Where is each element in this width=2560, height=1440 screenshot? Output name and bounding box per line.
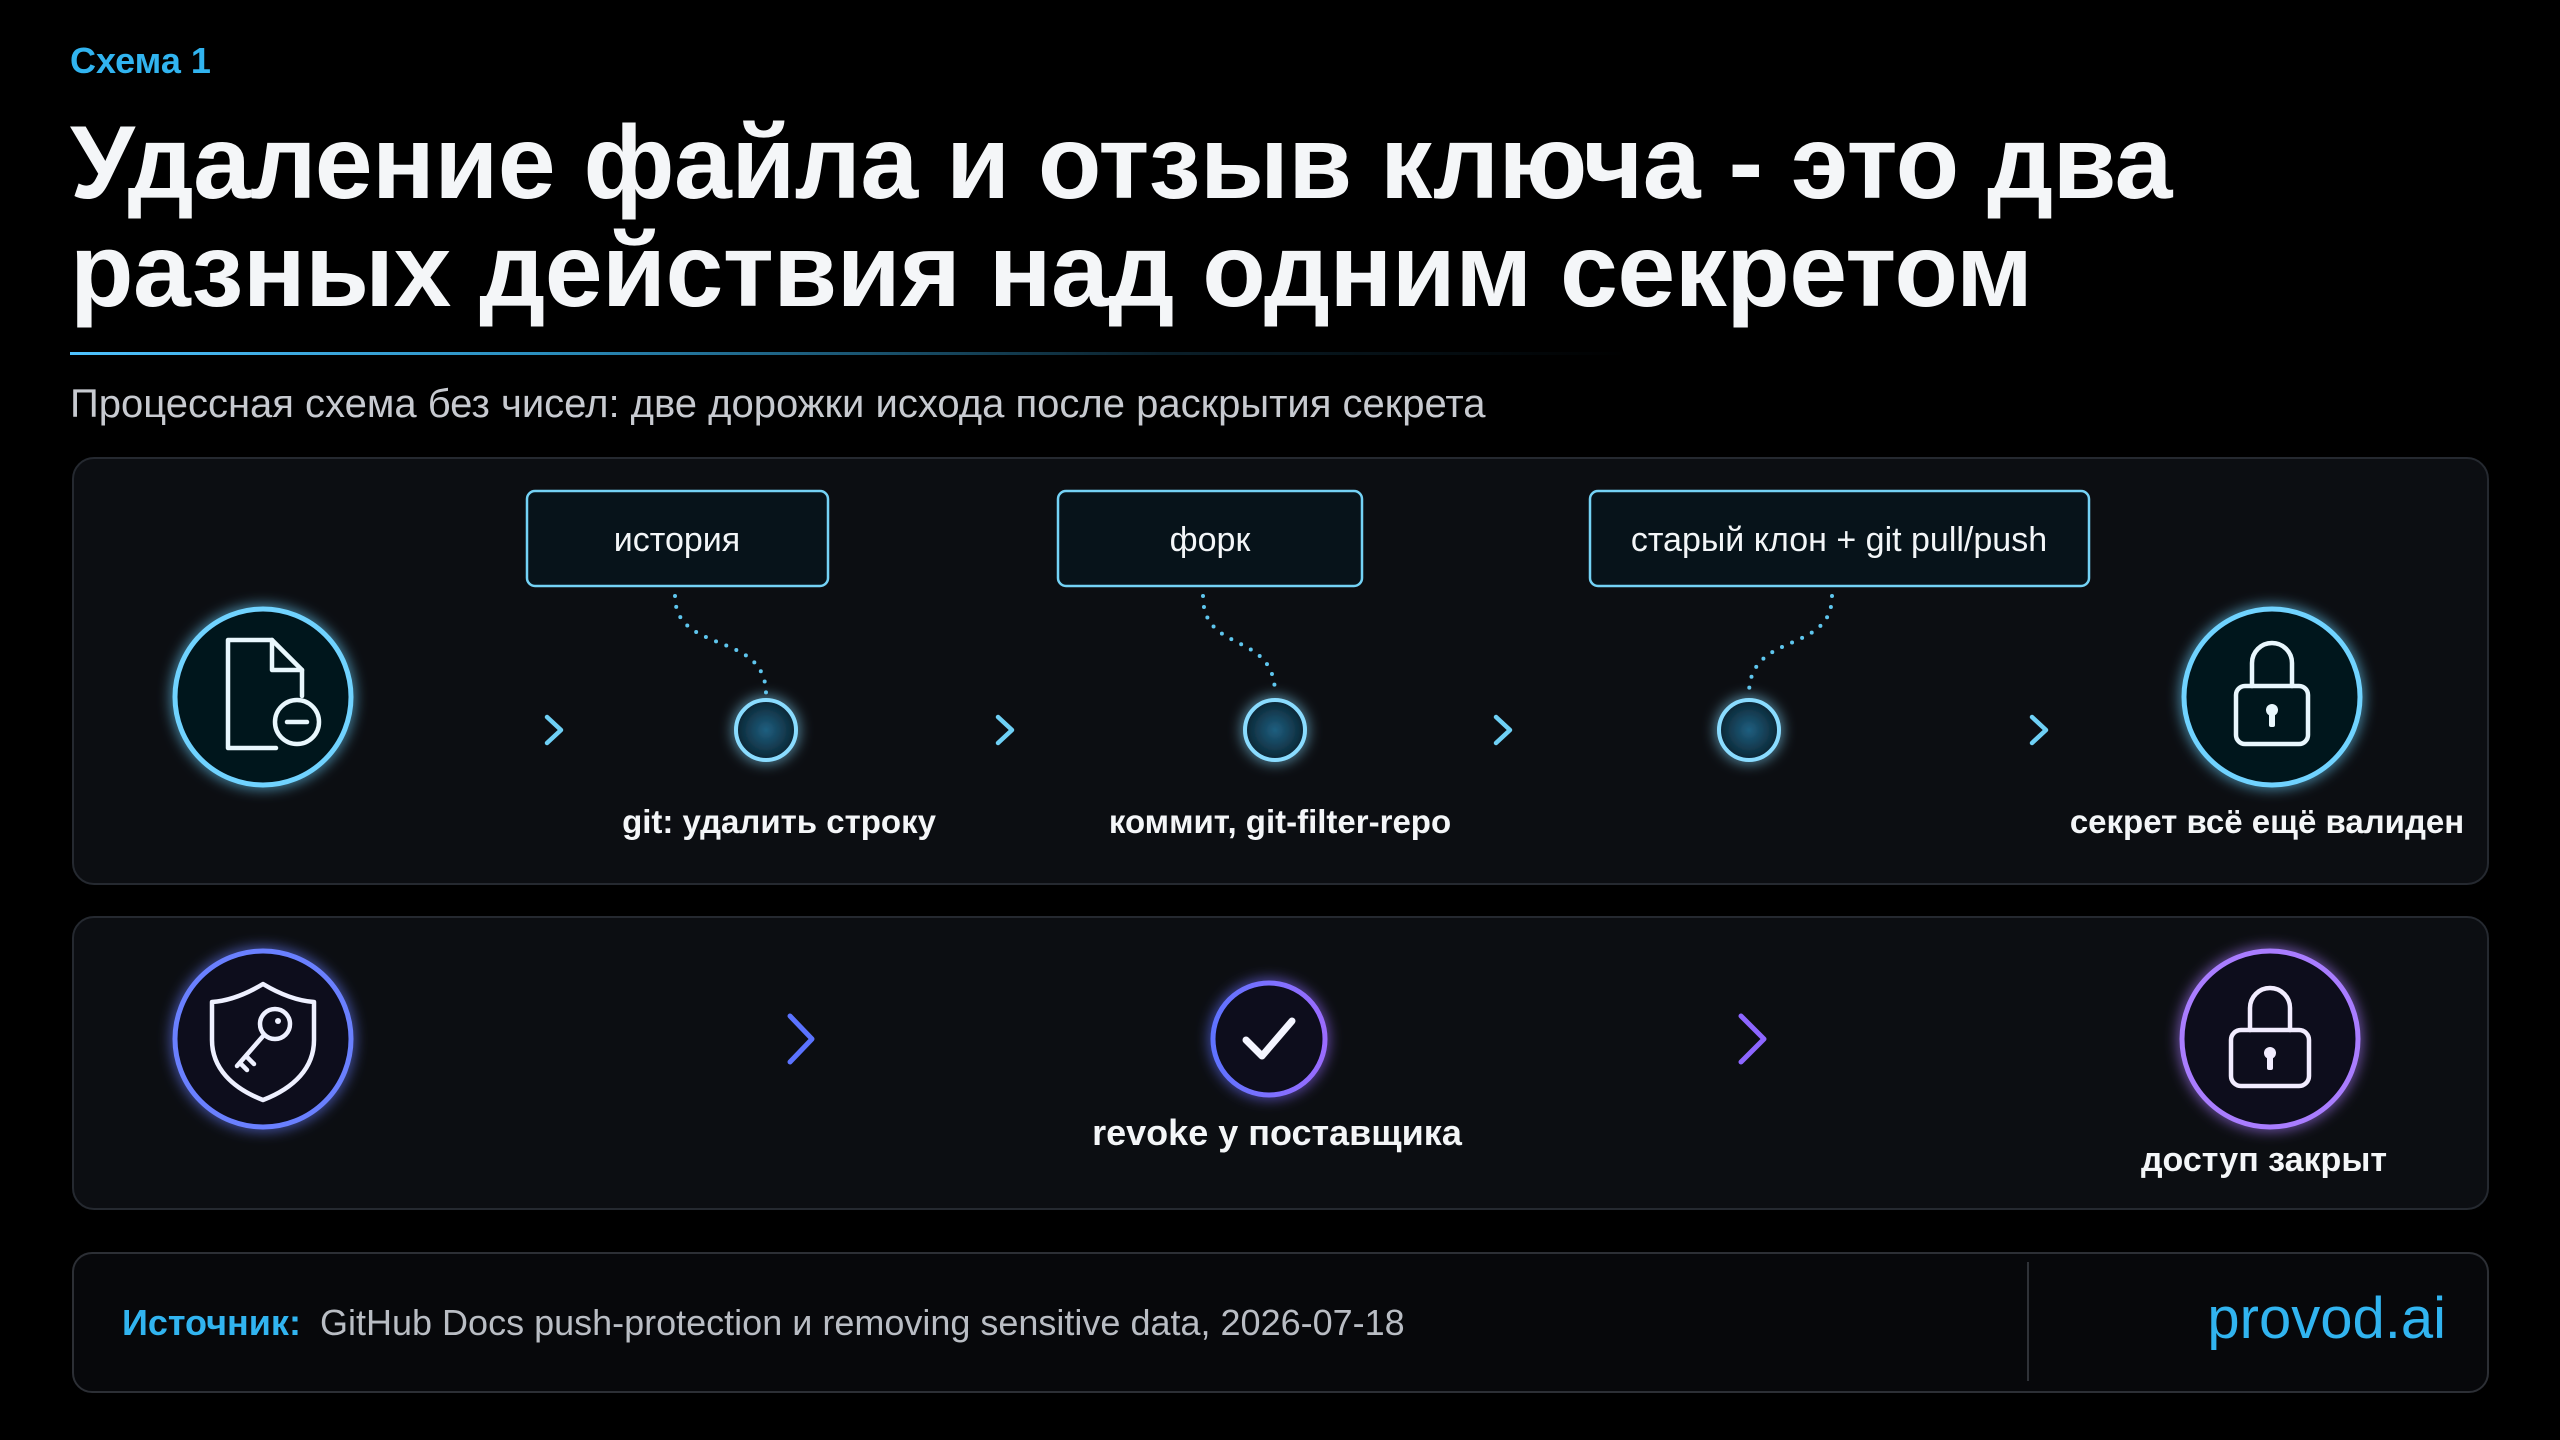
brand-logo: provod.ai bbox=[2207, 1286, 2446, 1351]
step-label-delete-line: git: удалить строку bbox=[622, 803, 937, 840]
delete-flow-arrows bbox=[544, 714, 2049, 746]
lock-shackle bbox=[2249, 640, 2295, 689]
lock-keyhole-stem bbox=[2267, 1055, 2273, 1070]
callout-fork: форк bbox=[1056, 489, 1364, 588]
file-minus-icon bbox=[225, 637, 322, 751]
page-title-line-2: разных действия над одним секретом bbox=[70, 213, 2033, 329]
file-fold bbox=[269, 637, 305, 673]
page-title-line-1: Удаление файла и отзыв ключа - это два bbox=[70, 105, 2172, 221]
step-node-old-clone bbox=[1717, 698, 1781, 762]
revoke-flow-end-circle bbox=[2179, 948, 2361, 1130]
callout-connector-fork bbox=[1201, 594, 1277, 696]
diagram-label: Схема 1 bbox=[70, 40, 211, 81]
callout-box bbox=[1588, 489, 2091, 588]
callout-label: форк bbox=[1170, 521, 1252, 559]
callout-connector-history bbox=[673, 594, 768, 696]
revoke-step-circle bbox=[1210, 980, 1328, 1098]
callout-box bbox=[1056, 489, 1364, 588]
source-footer bbox=[72, 1252, 2489, 1393]
revoke-step-label: revoke у поставщика bbox=[1092, 1112, 1463, 1153]
file-outline bbox=[225, 637, 305, 751]
callout-label: старый клон + git pull/push bbox=[1631, 521, 2047, 559]
lock-icon bbox=[2228, 985, 2312, 1089]
callout-label: история bbox=[614, 521, 740, 559]
callout-history: история bbox=[525, 489, 830, 588]
revoke-flow-end-label: доступ закрыт bbox=[2141, 1141, 2387, 1179]
step-node-delete-line bbox=[734, 698, 798, 762]
lock-keyhole bbox=[2266, 704, 2278, 716]
key-tooth bbox=[243, 1053, 257, 1067]
lock-body bbox=[2228, 1027, 2312, 1089]
title-underline bbox=[70, 352, 1630, 355]
revoke-flow-arrows bbox=[787, 1013, 1767, 1065]
callout-old-clone: старый клон + git pull/push bbox=[1588, 489, 2091, 588]
step-label-commit: коммит, git-filter-repo bbox=[1109, 803, 1451, 840]
chevron-right-icon bbox=[995, 714, 1015, 746]
chevron-right-icon bbox=[1493, 714, 1513, 746]
callout-box bbox=[525, 489, 830, 588]
chevron-right-icon bbox=[787, 1013, 815, 1065]
chevron-right-icon bbox=[2029, 714, 2049, 746]
delete-flow-end-label: секрет всё ещё валиден bbox=[2070, 803, 2464, 840]
lock-keyhole bbox=[2264, 1047, 2276, 1059]
check-icon bbox=[1242, 1017, 1296, 1060]
callout-connector-old-clone bbox=[1747, 594, 1834, 696]
lock-shackle bbox=[2247, 985, 2293, 1033]
delete-flow-start-circle bbox=[172, 606, 354, 788]
key-ring bbox=[257, 1006, 293, 1042]
footer-divider bbox=[2027, 1262, 2029, 1381]
delete-flow-end-circle bbox=[2181, 606, 2363, 788]
chevron-right-icon bbox=[544, 714, 564, 746]
key-tooth bbox=[237, 1060, 250, 1073]
key-shaft bbox=[234, 1032, 267, 1069]
minus-circle bbox=[272, 697, 322, 747]
lock-icon bbox=[2233, 640, 2311, 747]
shield-outline bbox=[209, 981, 317, 1103]
step-node-commit bbox=[1243, 698, 1307, 762]
page-subtitle: Процессная схема без чисел: две дорожки … bbox=[70, 382, 1486, 426]
lock-keyhole-stem bbox=[2269, 712, 2275, 727]
source-label: Источник: bbox=[122, 1302, 301, 1343]
source-text: GitHub Docs push-protection и removing s… bbox=[320, 1302, 1405, 1343]
chevron-right-icon bbox=[1738, 1013, 1767, 1065]
key-hole bbox=[275, 1018, 281, 1024]
shield-key-icon bbox=[209, 981, 317, 1103]
lock-body bbox=[2233, 683, 2311, 747]
